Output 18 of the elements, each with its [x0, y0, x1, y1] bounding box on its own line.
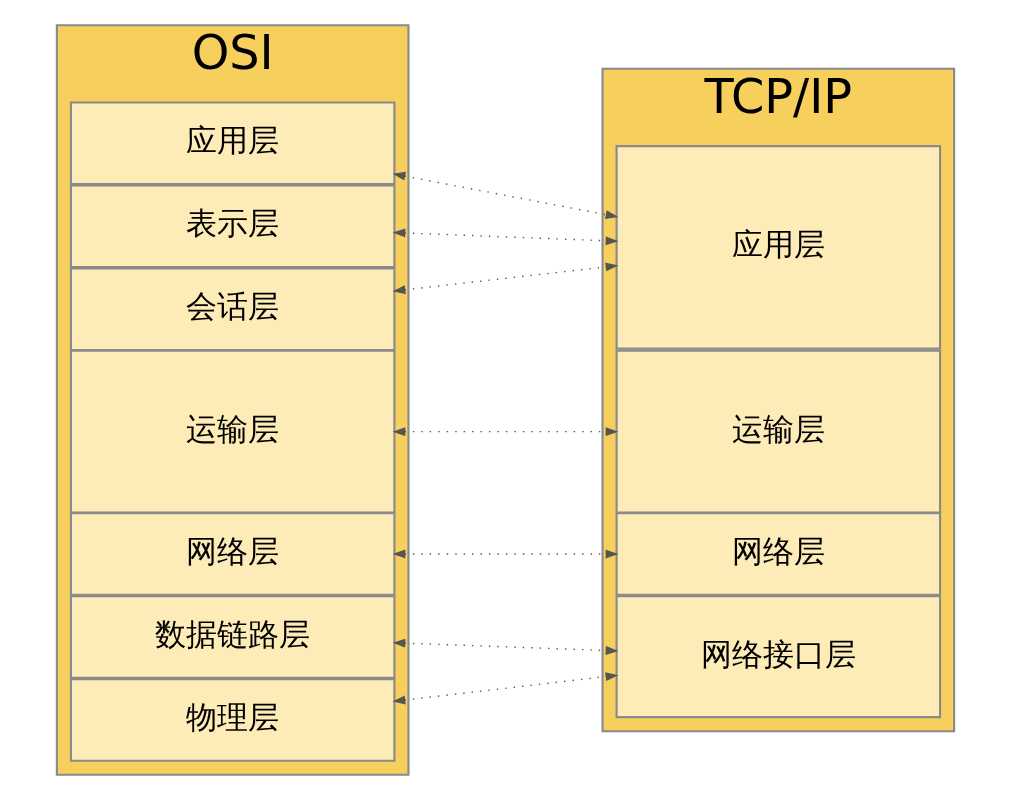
arrow — [392, 171, 619, 219]
arrow — [392, 638, 619, 655]
node-box: 网络接口层 — [615, 595, 942, 719]
node-box: 网络层 — [69, 512, 396, 596]
arrow — [392, 228, 619, 246]
node-box: 运输层 — [615, 349, 942, 514]
node-box: 物理层 — [69, 678, 396, 762]
arrow — [392, 262, 619, 295]
node-box: 应用层 — [69, 101, 396, 186]
node-box: 网络层 — [615, 512, 942, 596]
node-box: 数据链路层 — [69, 595, 396, 679]
node-box: 运输层 — [69, 349, 396, 514]
arrow — [392, 427, 619, 437]
node-box: 会话层 — [69, 267, 396, 352]
arrow — [392, 549, 619, 559]
node-box: 表示层 — [69, 184, 396, 269]
node-box: 应用层 — [615, 145, 942, 350]
arrow — [392, 672, 619, 705]
